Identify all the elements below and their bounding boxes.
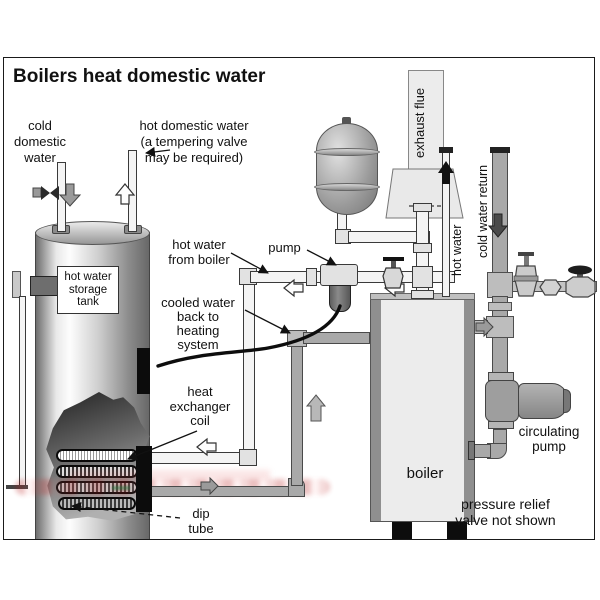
heat-exchanger-coil-label: heat exchanger coil <box>169 384 231 429</box>
boiler-label: boiler <box>406 465 444 482</box>
pressure-relief-note: pressure relief valve not shown <box>455 496 556 528</box>
hot-water-riser-cap <box>439 147 453 153</box>
page-title: Boilers heat domestic water <box>13 66 266 87</box>
pipe-coupling <box>488 302 512 311</box>
elbow-fitting <box>239 449 257 466</box>
return-pipe-cap <box>490 147 510 153</box>
cooled-water-pipe-low <box>143 486 295 497</box>
return-tee <box>487 272 513 298</box>
boiler-outlet-tee <box>486 316 514 338</box>
flow-up-icon <box>305 394 327 422</box>
relief-valve-lever <box>12 271 21 298</box>
boiler-foot <box>392 522 412 540</box>
motor-end-cap <box>563 389 571 413</box>
cold-water-return-pipe <box>492 150 508 276</box>
pump-label: pump <box>268 240 301 255</box>
cooled-water-label: cooled water back to heating system <box>161 295 235 352</box>
sensor-block <box>137 348 150 394</box>
cold-inlet-pipe <box>57 162 66 232</box>
discharge-tube <box>19 296 26 486</box>
pump-housing <box>320 264 358 286</box>
coil-connector-block <box>136 446 152 512</box>
coil-supply-riser <box>243 277 255 462</box>
cooled-water-pipe-to-boiler <box>303 332 370 344</box>
discharge-tube-end <box>6 485 28 489</box>
cold-domestic-water-label: cold domestic water <box>13 118 67 165</box>
pump-flange <box>488 421 514 429</box>
pump-motor <box>329 285 351 312</box>
boiler-body <box>370 293 475 522</box>
expansion-tank <box>316 123 378 215</box>
circulating-pump-label: circulating pump <box>518 424 580 454</box>
circulating-pump-volute <box>485 380 519 422</box>
hot-water-riser <box>442 152 450 297</box>
pipe-cross-fitting <box>412 266 433 288</box>
heat-exchanger-coil-row <box>56 449 138 462</box>
cold-water-return-label: cold water return <box>476 164 490 258</box>
pipe-coupling <box>413 203 432 212</box>
storage-tank-label: hot water storage tank <box>64 270 112 309</box>
storage-tank-label-box: hot water storage tank <box>57 266 119 314</box>
hot-domestic-water-label: hot domestic water (a tempering valve ma… <box>139 118 249 165</box>
pipe-coupling <box>306 268 317 286</box>
expansion-tank-band <box>314 148 380 156</box>
pipe-coupling <box>413 243 432 253</box>
dip-tube-label: dip tube <box>188 506 214 536</box>
exhaust-flue-label: exhaust flue <box>412 87 427 159</box>
boiler-entry-flange <box>468 441 475 460</box>
boiler-outlet-nub <box>474 320 488 334</box>
expansion-tank-band <box>314 183 380 191</box>
coil-supply-pipe <box>148 452 248 464</box>
hot-water-from-boiler-label: hot water from boiler <box>168 237 230 267</box>
pipe-coupling <box>411 290 434 299</box>
expansion-tank-nipple <box>342 117 351 125</box>
watermark-speck <box>112 486 130 490</box>
watermark-smudge <box>70 470 270 480</box>
cooled-water-riser <box>291 344 303 486</box>
expansion-tank-pipe-horizontal <box>348 231 430 243</box>
boiler-foot <box>447 522 467 540</box>
leader-line-pump <box>306 249 337 266</box>
circulating-pump-motor <box>518 383 568 419</box>
heat-exchanger-coil-row <box>58 497 136 510</box>
valve-line-pipe <box>512 281 597 292</box>
gate-valve-icon <box>32 186 59 200</box>
hot-water-label: hot water <box>450 224 464 276</box>
